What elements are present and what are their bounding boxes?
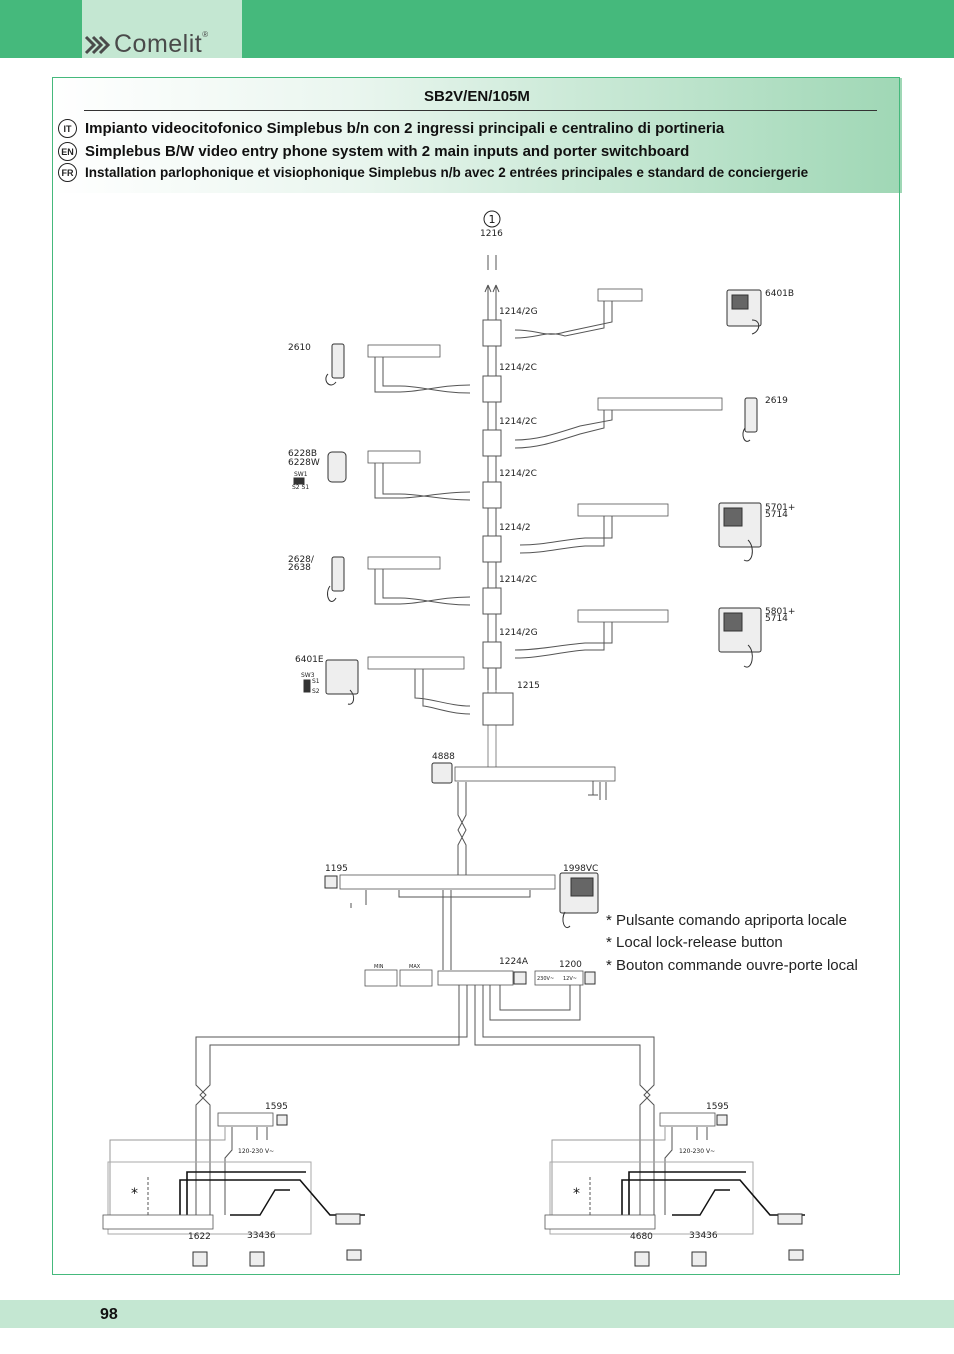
- brand-name: Comelit: [114, 30, 203, 58]
- title-row-en: EN Simplebus B/W video entry phone syste…: [58, 142, 689, 161]
- title-fr: Installation parlophonique et visiophoni…: [85, 165, 809, 180]
- label-1595-right: 1595: [706, 1102, 729, 1112]
- label-1214-2c-2: 1214/2C: [499, 417, 537, 427]
- title-divider: [84, 110, 877, 111]
- label-max: MAX: [409, 964, 421, 970]
- label-1195: 1195: [325, 864, 348, 874]
- wiring-diagram: 1 1216 1214/2G 1214/2C 1214/2C 1214/2C 1…: [102, 210, 805, 1267]
- label-33436-right: 33436: [689, 1231, 718, 1241]
- label-230v: 230V~: [537, 976, 554, 982]
- label-5701: 5701+: [765, 503, 795, 513]
- label-5714-a: 5714: [765, 510, 788, 520]
- page-number: 98: [100, 1306, 118, 1323]
- label-1224a: 1224A: [499, 957, 529, 967]
- footer-band: [0, 1300, 954, 1328]
- label-4888: 4888: [432, 752, 455, 762]
- label-s1: S1: [312, 678, 320, 685]
- label-6401b: 6401B: [765, 289, 794, 299]
- label-1595-left: 1595: [265, 1102, 288, 1112]
- logo-box: [82, 0, 242, 58]
- label-2610: 2610: [288, 343, 311, 353]
- label-1214-2g-top: 1214/2G: [499, 307, 538, 317]
- label-2628: 2628/: [288, 555, 315, 565]
- label-12v: 12V~: [563, 976, 577, 982]
- lang-badge-en: EN: [58, 142, 77, 161]
- label-mains-right: 120-230 V~: [679, 1148, 715, 1155]
- label-6401e: 6401E: [295, 655, 324, 665]
- label-1214-2c-4: 1214/2C: [499, 575, 537, 585]
- label-1214-2: 1214/2: [499, 523, 531, 533]
- label-4680: 4680: [630, 1232, 653, 1242]
- label-33436-left: 33436: [247, 1231, 276, 1241]
- label-sw1: SW1: [294, 471, 308, 478]
- brand-registered-mark: ®: [202, 30, 209, 39]
- label-5801: 5801+: [765, 607, 795, 617]
- title-it: Impianto videocitofonico Simplebus b/n c…: [85, 120, 725, 137]
- label-6228w: 6228W: [288, 458, 320, 468]
- label-1622: 1622: [188, 1232, 211, 1242]
- comelit-logo: Comelit ®: [84, 30, 208, 59]
- label-1214-2c-3: 1214/2C: [499, 469, 537, 479]
- title-row-it: IT Impianto videocitofonico Simplebus b/…: [58, 119, 724, 138]
- label-sw3: SW3: [301, 672, 315, 679]
- note-fr: * Bouton commande ouvre-porte local: [606, 957, 858, 974]
- note-it: * Pulsante comando apriporta locale: [606, 912, 847, 929]
- label-5714-b: 5714: [765, 614, 788, 624]
- label-min: MIN: [374, 964, 384, 970]
- title-row-fr: FR Installation parlophonique et visioph…: [58, 163, 808, 182]
- logo-mark-icon: [84, 35, 111, 54]
- label-2619: 2619: [765, 396, 788, 406]
- title-en: Simplebus B/W video entry phone system w…: [85, 143, 690, 160]
- lang-badge-it: IT: [58, 119, 77, 138]
- label-1215: 1215: [517, 681, 540, 691]
- svg-text:*: *: [573, 1186, 580, 1202]
- label-mains-left: 120-230 V~: [238, 1148, 274, 1155]
- label-s2-s1: S2 S1: [292, 484, 309, 491]
- label-1216: 1216: [480, 229, 503, 239]
- label-1214-2c-1: 1214/2C: [499, 363, 537, 373]
- system-code: SB2V/EN/105M: [424, 88, 530, 105]
- content-frame: [52, 77, 900, 1275]
- note-en: * Local lock-release button: [606, 934, 783, 951]
- header-band: [53, 78, 902, 193]
- label-s2: S2: [312, 688, 320, 695]
- label-1200: 1200: [559, 960, 582, 970]
- label-1214-2g-bottom: 1214/2G: [499, 628, 538, 638]
- svg-text:*: *: [131, 1186, 138, 1202]
- lang-badge-fr: FR: [58, 163, 77, 182]
- riser-number: 1: [489, 213, 496, 226]
- label-6228b: 6228B: [288, 449, 317, 459]
- label-1998vc: 1998VC: [563, 864, 598, 874]
- label-2638: 2638: [288, 563, 311, 573]
